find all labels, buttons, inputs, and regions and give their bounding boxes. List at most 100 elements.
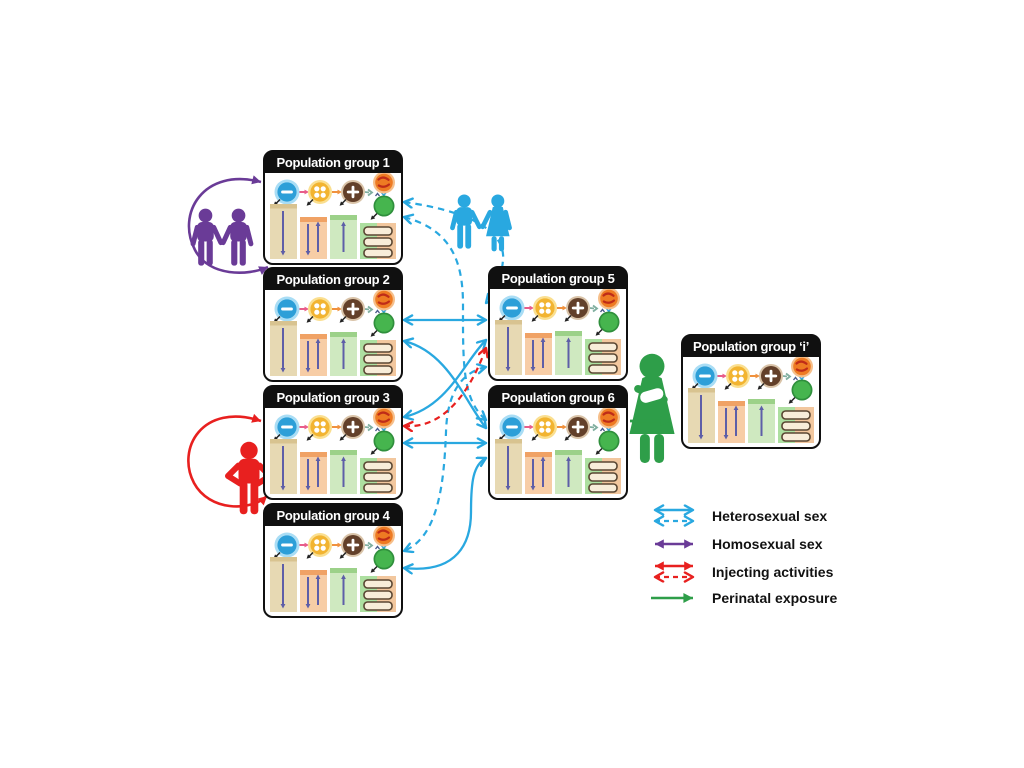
population-group-header: Population group 3 (265, 387, 401, 408)
heterosexual-couple-icon (450, 194, 512, 252)
population-group-6: Population group 6 (488, 385, 628, 500)
flow-arrow-teal (364, 541, 374, 550)
flow-arrow-orange (332, 542, 342, 548)
death-arrow-icon (306, 551, 314, 559)
pill-icon (363, 248, 393, 258)
pill-icon (781, 432, 811, 442)
pill-icon (363, 579, 393, 589)
clover-circle-icon (533, 296, 557, 320)
virus-circle-icon (373, 290, 395, 311)
population-group-5: Population group 5 (488, 266, 628, 381)
population-group-body (265, 408, 401, 497)
plus-circle-icon (566, 415, 590, 439)
population-group-header: Population group ‘i’ (683, 336, 819, 357)
pill-icon (363, 461, 393, 471)
plus-circle-icon (341, 415, 365, 439)
group-internal-diagram (495, 289, 621, 375)
bar-medication (778, 407, 814, 443)
heterosexual-arrows-sample (646, 504, 704, 528)
bar-treated (330, 332, 357, 376)
flow-arrow-tiny-up-icon (374, 545, 381, 550)
bar-chart (688, 388, 814, 443)
population-group-header: Population group 4 (265, 505, 401, 526)
bar-susceptible (270, 204, 297, 259)
death-arrow-icon (531, 433, 539, 441)
flow-arrow-tiny-down-icon (605, 427, 612, 432)
death-arrow-icon (757, 382, 765, 390)
group-internal-diagram (270, 408, 396, 494)
virus-circle-icon (373, 408, 395, 429)
population-group-header: Population group 6 (490, 387, 626, 408)
bar-chart (270, 439, 396, 494)
pill-icon (363, 343, 393, 353)
population-group-body (490, 289, 626, 378)
flow-arrow-teal (589, 423, 599, 432)
hetero-solid-g4-g6 (404, 458, 486, 569)
bar-susceptible (495, 320, 522, 375)
virus-circle-icon (791, 357, 813, 378)
population-group-1: Population group 1 (263, 150, 403, 265)
perinatal-arrow-sample (651, 592, 693, 604)
population-group-title: Population group 5 (501, 271, 615, 286)
death-arrow-icon (339, 551, 347, 559)
bar-infected (300, 452, 327, 494)
flow-arrow-orange (750, 373, 760, 379)
plus-circle-icon (759, 364, 783, 388)
clover-circle-icon (308, 533, 332, 557)
flow-arrow-tiny-down-icon (605, 308, 612, 313)
death-arrow-icon (370, 447, 378, 455)
hetero-dashed-g5-g4 (404, 367, 486, 551)
legend-label: Homosexual sex (712, 536, 823, 552)
death-arrow-icon (595, 447, 603, 455)
legend-label: Perinatal exposure (712, 590, 838, 606)
plus-circle-icon (341, 180, 365, 204)
flow-arrow-pink (299, 542, 309, 548)
bar-medication (360, 576, 396, 612)
minus-circle-icon (692, 363, 718, 389)
plus-circle-icon (341, 297, 365, 321)
pill-icon (363, 483, 393, 493)
pill-icon (363, 226, 393, 236)
flow-arrow-teal (364, 423, 374, 432)
group-internal-diagram (688, 357, 814, 443)
treatment-circle-icon (598, 311, 620, 333)
death-arrow-icon (306, 315, 314, 323)
death-arrow-icon (564, 314, 572, 322)
pill-icon (363, 472, 393, 482)
bar-infected (300, 334, 327, 376)
death-arrow-icon (370, 212, 378, 220)
minus-circle-icon (274, 179, 300, 205)
bar-chart (270, 204, 396, 259)
treatment-circle-icon (373, 195, 395, 217)
flow-arrow-tiny-up-icon (792, 376, 799, 381)
pill-icon (588, 364, 618, 374)
pill-icon (588, 353, 618, 363)
bar-susceptible (688, 388, 715, 443)
treatment-circle-icon (373, 430, 395, 452)
flow-arrow-tiny-down-icon (380, 545, 387, 550)
population-group-header: Population group 2 (265, 269, 401, 290)
flow-arrow-orange (557, 305, 567, 311)
population-group-body (490, 408, 626, 497)
group-internal-diagram (495, 408, 621, 494)
bar-medication (585, 458, 621, 494)
flow-arrow-pink (299, 306, 309, 312)
bar-chart (495, 439, 621, 494)
group-internal-diagram (270, 290, 396, 376)
clover-circle-icon (308, 180, 332, 204)
virus-circle-icon (598, 289, 620, 310)
bar-treated (748, 399, 775, 443)
death-arrow-icon (370, 565, 378, 573)
injecting-dashed-g3-g5 (404, 348, 486, 426)
bar-treated (555, 331, 582, 375)
hetero-dashed-g1-g5 (404, 202, 505, 303)
pill-icon (781, 421, 811, 431)
legend-label: Injecting activities (712, 564, 834, 580)
clover-circle-icon (726, 364, 750, 388)
population-group-body (265, 290, 401, 379)
death-arrow-icon (339, 433, 347, 441)
legend-row-heterosexual: Heterosexual sex (646, 502, 827, 530)
bar-treated (330, 450, 357, 494)
bar-susceptible (270, 557, 297, 612)
minus-circle-icon (499, 295, 525, 321)
